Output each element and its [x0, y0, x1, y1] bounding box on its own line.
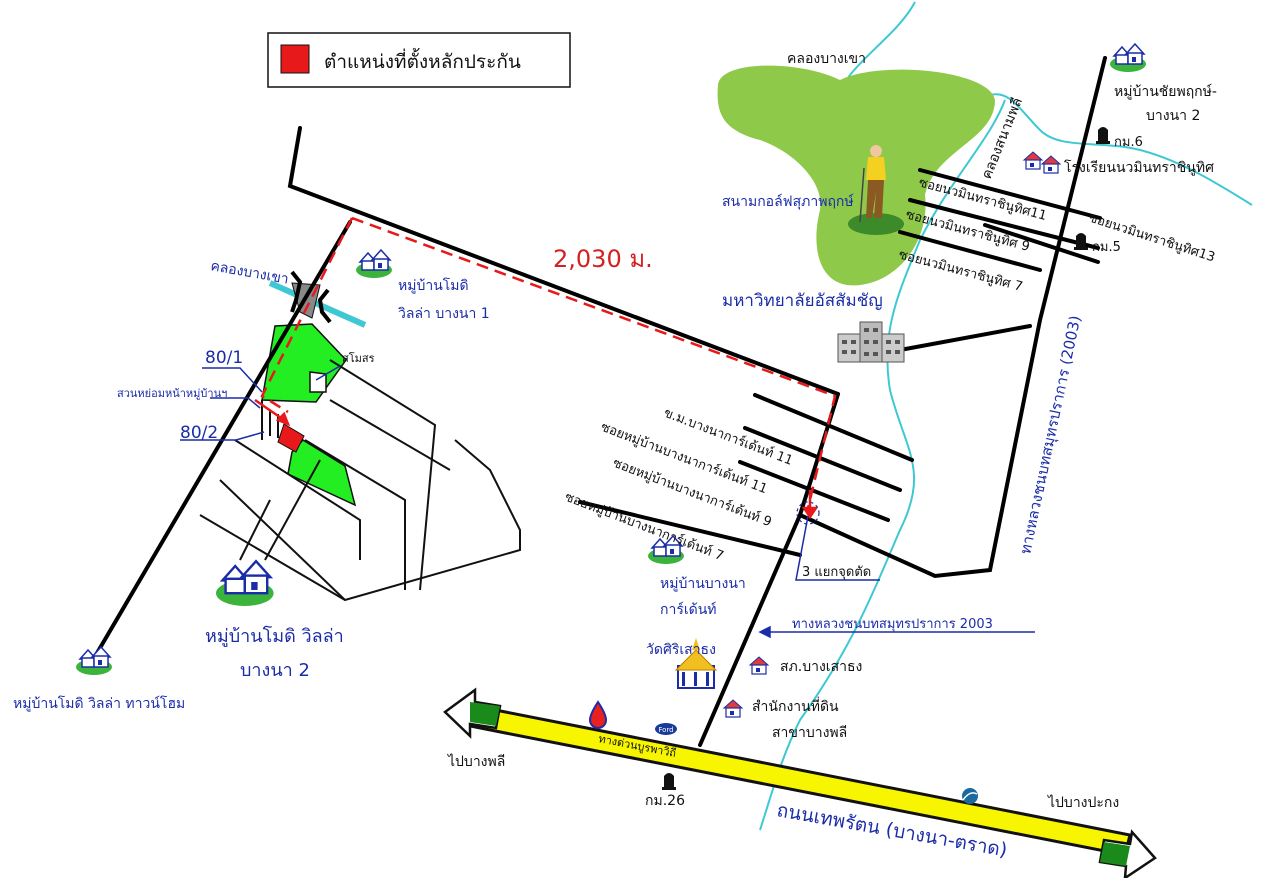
arrow-left-icon	[443, 687, 502, 739]
village-garden-line1: หมู่บ้านบางนา	[660, 576, 746, 592]
km-marker-icon	[1096, 127, 1110, 144]
subdivision-lines	[199, 359, 521, 602]
river-upper	[846, 1, 1253, 206]
road-nawamin7-label: ซอยนวมินทราชินูทิศ 7	[897, 247, 1024, 295]
highway-vertical-label: ทางหลวงชนบทสมุทรปราการ (2003)	[1016, 314, 1085, 556]
ptt-logo-icon	[588, 700, 608, 729]
distance-path	[260, 216, 837, 509]
distance-label: 2,030 ม.	[553, 245, 653, 273]
km-marker-icon	[662, 773, 676, 790]
canal-left	[268, 280, 367, 328]
parcel-80-2: 80/2	[180, 423, 218, 443]
bridge-symbol	[290, 270, 332, 324]
land-office-line2: สาขาบางพลี	[772, 725, 847, 741]
expressway	[443, 687, 1157, 878]
village-modi1-line1: หมู่บ้านโมดิ	[398, 277, 469, 294]
road-north-boundary	[287, 126, 840, 396]
village-modi2-line2: บางนา 2	[240, 660, 310, 681]
temple-label: วัดศิริเสาธง	[646, 642, 716, 658]
km-marker-icon	[1074, 233, 1088, 250]
ford-logo-icon: Ford	[655, 723, 677, 735]
km26-label: กม.26	[645, 793, 685, 809]
collateral-arrows	[254, 398, 819, 520]
road-nawamin13-label: ซอยนวมินทราชินูทิศ13	[1087, 211, 1217, 266]
house-icon	[214, 560, 275, 608]
building-icon	[837, 321, 905, 363]
club-label: สโมสร	[342, 351, 375, 365]
legend-swatch	[280, 44, 310, 74]
canal-top-label: คลองบางเขา	[787, 51, 866, 67]
park-label: สวนหย่อมหน้าหมู่บ้านฯ	[117, 387, 227, 400]
arrow-right-icon	[1098, 829, 1157, 878]
canal-left-label: คลองบางเขา	[209, 258, 290, 287]
school-icon	[1023, 151, 1043, 170]
school-icon	[1041, 155, 1061, 174]
road-west	[88, 220, 352, 667]
junction-label: 3 แยกจุดตัด	[802, 565, 871, 580]
golf-label: สนามกอล์ฟสุภาพฤกษ์	[722, 193, 854, 210]
house-icon	[355, 249, 393, 279]
police-icon	[749, 656, 769, 675]
village-chai-line2: บางนา 2	[1146, 108, 1200, 124]
road-highway-2003	[798, 56, 1107, 579]
road-sign-icon	[962, 788, 978, 804]
school-label: โรงเรียนนวมินทราชินูทิศ	[1064, 159, 1214, 176]
land-office-line1: สำนักงานที่ดิน	[752, 697, 839, 715]
house-icon	[1109, 43, 1147, 73]
police-label: สภ.บางเสาธง	[780, 659, 862, 675]
km5-label: กม.5	[1092, 240, 1121, 255]
parcel-leaders	[180, 365, 341, 441]
village-townhome: หมู่บ้านโมดิ วิลล่า ทาวน์โฮม	[13, 695, 185, 712]
road-network	[88, 56, 1107, 747]
svg-text:Ford: Ford	[658, 726, 673, 734]
to-bangphli-label: ไปบางพลี	[447, 753, 505, 770]
golf-course	[717, 65, 995, 286]
temple-icon	[674, 638, 718, 689]
village-garden-line2: การ์เด้นท์	[660, 601, 717, 618]
land-office-icon	[723, 699, 743, 718]
legend-label: ตำแหน่งที่ตั้งหลักประกัน	[324, 48, 521, 73]
legend: ตำแหน่งที่ตั้งหลักประกัน	[267, 32, 571, 88]
to-bangpakong-label: ไปบางปะกง	[1047, 794, 1119, 811]
village-modi2-line1: หมู่บ้านโมดิ วิลล่า	[205, 625, 344, 647]
golfer-icon	[859, 145, 886, 223]
highway-pointer-label: ทางหลวงชนบทสมุทรปราการ 2003	[792, 617, 993, 632]
village-modi1-line2: วิลล่า บางนา 1	[398, 306, 490, 322]
parcel-80-1: 80/1	[205, 348, 243, 368]
highway-pointer	[758, 625, 1035, 639]
house-icon	[75, 646, 113, 676]
junction-leader	[795, 515, 880, 581]
junction-marker	[796, 501, 820, 525]
km6-label: กม.6	[1114, 135, 1143, 150]
university-label: มหาวิทยาลัยอัสสัมชัญ	[722, 291, 883, 311]
village-chai-line1: หมู่บ้านชัยพฤกษ์-	[1114, 83, 1217, 100]
